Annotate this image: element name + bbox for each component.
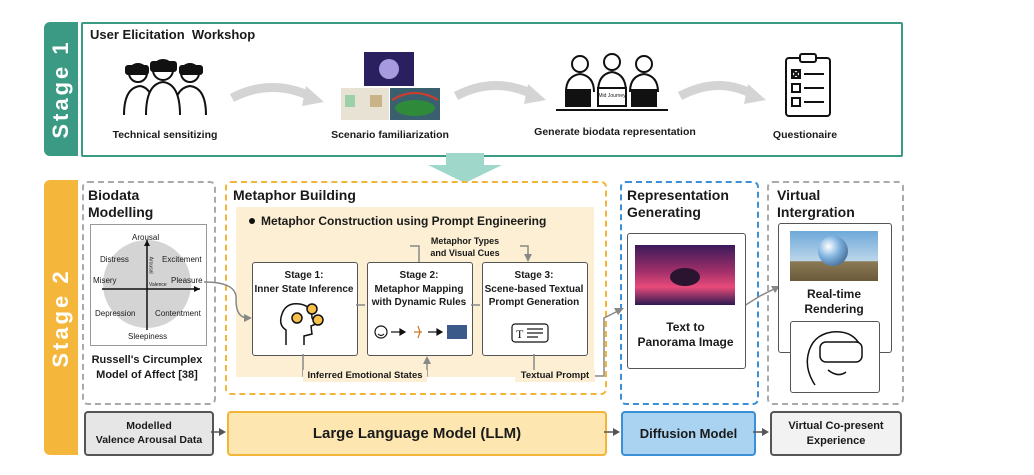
- screen-text: Mid Journey: [598, 93, 626, 99]
- label-pleasure: Pleasure: [171, 276, 203, 285]
- panorama-label-2: Panorama Image: [637, 335, 734, 349]
- modelled-line-2: Valence Arousal Data: [95, 433, 203, 446]
- step-label-scenario: Scenario familiarization: [331, 129, 449, 141]
- modelled-data-box: Modelled Valence Arousal Data: [84, 411, 214, 456]
- stage2-inner-sub2: with Dynamic Rules: [371, 297, 467, 308]
- vr-headset-box: [790, 321, 880, 393]
- metaphor-title: Metaphor Building: [233, 187, 356, 203]
- representation-title-2: Generating: [627, 204, 701, 220]
- label-misery: Misery: [93, 276, 117, 285]
- label-arousal-axis: Arousal: [147, 256, 154, 274]
- rendering-label-1: Real-time: [806, 287, 862, 301]
- metaphor-types-2: and Visual Cues: [430, 248, 500, 258]
- label-sleepiness: Sleepiness: [128, 332, 168, 341]
- textual-prompt-label: Textual Prompt: [515, 370, 595, 382]
- stage2-tab-label: Stage 2: [48, 267, 73, 368]
- llm-box: Large Language Model (LLM): [227, 411, 607, 456]
- stage1-title: User Elicitation Workshop: [90, 27, 256, 42]
- stage1-inner-title: Stage 1:: [284, 270, 324, 281]
- label-valence: Valence: [149, 282, 167, 288]
- step-label-questionnaire: Questionaire: [772, 129, 838, 141]
- virtual-exp-line-1: Virtual Co-present: [788, 420, 884, 433]
- step-label-biodata: Generate biodata representation: [534, 126, 696, 138]
- stage1-tab: Stage 1: [44, 22, 78, 156]
- llm-label: Large Language Model (LLM): [312, 425, 522, 442]
- diffusion-box: Diffusion Model: [621, 411, 756, 456]
- label-distress: Distress: [100, 255, 129, 264]
- label-arousal: Arousal: [132, 233, 160, 242]
- stage-transition-arrow: [428, 153, 502, 183]
- rendering-label-2: Rendering: [804, 302, 864, 316]
- stage3-inner-sub1: Scene-based Textual: [484, 284, 584, 295]
- modelled-line-1: Modelled: [126, 419, 172, 432]
- rendering-sphere: [818, 236, 848, 266]
- label-contentment: Contentment: [155, 309, 201, 318]
- stage2-inner-title: Stage 2:: [399, 270, 439, 281]
- virtual-title-1: Virtual: [777, 187, 821, 203]
- step-label-technical: Technical sensitizing: [112, 129, 218, 141]
- virtual-experience-box: Virtual Co-present Experience: [770, 411, 902, 456]
- stage1-inner-sub: Inner State Inference: [254, 284, 354, 295]
- biodata-caption-1: Russell's Circumplex: [91, 354, 203, 366]
- inferred-label: Inferred Emotional States: [303, 370, 427, 382]
- metaphor-mapping-box: [367, 262, 473, 356]
- stage2-tab: Stage 2: [44, 180, 78, 455]
- metaphor-types-1: Metaphor Types: [430, 236, 500, 246]
- panorama-glow: [670, 268, 700, 286]
- label-depression: Depression: [95, 309, 136, 318]
- stage3-inner-title: Stage 3:: [514, 270, 554, 281]
- biodata-title-1: Biodata: [88, 187, 140, 203]
- panorama-label-1: Text to: [666, 320, 705, 334]
- label-excitement: Excitement: [162, 255, 202, 264]
- biodata-caption-2: Model of Affect [38]: [96, 369, 198, 381]
- virtual-title-2: Intergration: [777, 204, 855, 220]
- representation-title-1: Representation: [627, 187, 729, 203]
- virtual-exp-line-2: Experience: [806, 434, 866, 447]
- stage3-inner-sub2: Prompt Generation: [488, 297, 580, 308]
- diffusion-label: Diffusion Model: [639, 426, 738, 441]
- biodata-title-2: Modelling: [88, 204, 154, 220]
- metaphor-bullet: Metaphor Construction using Prompt Engin…: [261, 214, 547, 228]
- bullet-dot: [249, 218, 255, 224]
- stage2-inner-sub1: Metaphor Mapping: [374, 284, 464, 295]
- stage1-tab-label: Stage 1: [48, 39, 73, 139]
